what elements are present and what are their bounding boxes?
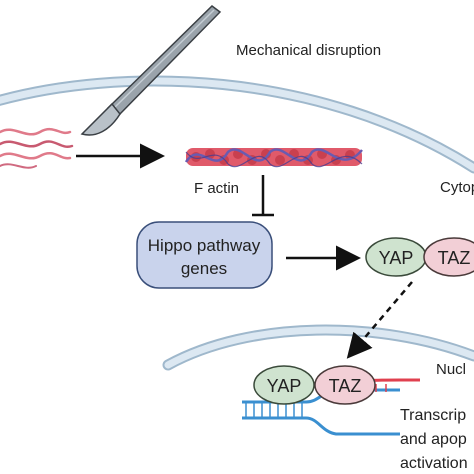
inhibition-line	[252, 175, 274, 217]
taz-nucleus-label: TAZ	[329, 376, 362, 396]
transcription-label-line1: Transcrip	[400, 407, 466, 424]
fiber-strands-icon	[0, 127, 74, 169]
taz-cytoplasm	[423, 237, 474, 277]
taz-cytoplasm-label: TAZ	[438, 248, 471, 268]
nuclear-membrane	[162, 324, 474, 371]
yap-cytoplasm-label: YAP	[379, 248, 414, 268]
transcription-label-line3: activation	[400, 455, 468, 472]
f-actin-filament	[184, 148, 363, 168]
yap-nucleus	[253, 365, 315, 405]
transcription-label-line2: and apop	[400, 431, 467, 448]
scalpel-icon	[80, 5, 222, 136]
hippo-pathway-label-line2: genes	[181, 259, 227, 278]
hippo-pathway-label-line1: Hippo pathway	[148, 236, 261, 255]
dashed-arrow-nuclear-entry	[346, 281, 413, 359]
f-actin-label: F actin	[194, 180, 239, 197]
cytoplasm-label: Cytop	[440, 179, 474, 196]
hippo-pathway-box	[136, 221, 273, 289]
taz-nucleus	[314, 365, 376, 405]
yap-nucleus-label: YAP	[267, 376, 302, 396]
mechanical-disruption-label: Mechanical disruption	[236, 42, 381, 59]
nucleus-label: Nucl	[436, 361, 466, 378]
cell-membrane	[0, 75, 474, 174]
